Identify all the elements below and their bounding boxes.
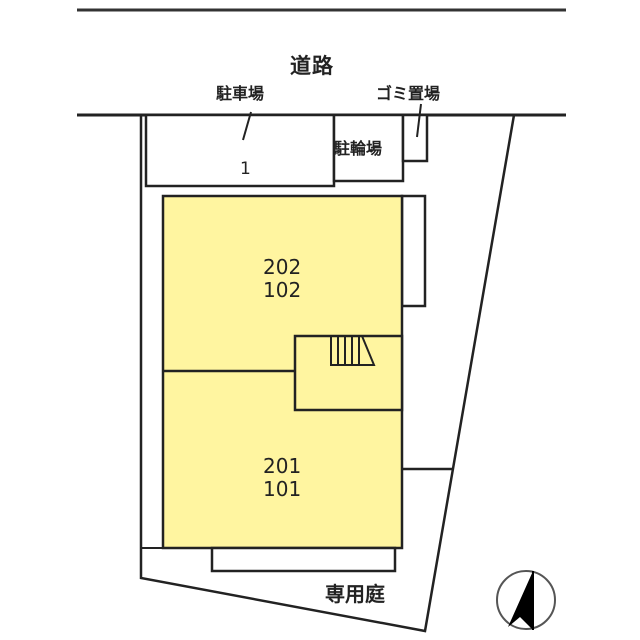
parking-label: 駐車場 <box>216 84 265 103</box>
unit-label-north: 202 102 <box>263 256 301 302</box>
bicycle-parking-area <box>332 113 405 183</box>
north-arrow-icon <box>496 570 556 630</box>
stair-area <box>293 334 404 412</box>
unit-label-south: 201 101 <box>263 455 301 501</box>
balcony-lower <box>210 546 397 573</box>
trash-area <box>401 113 429 163</box>
unit-number-lower: 102 <box>263 278 302 302</box>
trash-area-label: ゴミ置場 <box>376 84 441 103</box>
balcony-upper <box>400 194 427 308</box>
lot-boundary <box>139 114 516 633</box>
stairs-icon <box>330 335 376 366</box>
trash-leader-line <box>416 103 422 138</box>
parking-space-number: 1 <box>240 159 251 179</box>
bicycle-parking-label: 駐輪場 <box>334 139 383 158</box>
parking-space <box>144 113 336 188</box>
unit-number-lower: 101 <box>263 477 302 501</box>
unit-number-upper: 202 <box>263 255 302 279</box>
parking-leader-line <box>242 111 252 141</box>
unit-number-upper: 201 <box>263 454 302 478</box>
road-label: 道路 <box>290 54 334 78</box>
private-garden-label: 専用庭 <box>325 582 385 606</box>
